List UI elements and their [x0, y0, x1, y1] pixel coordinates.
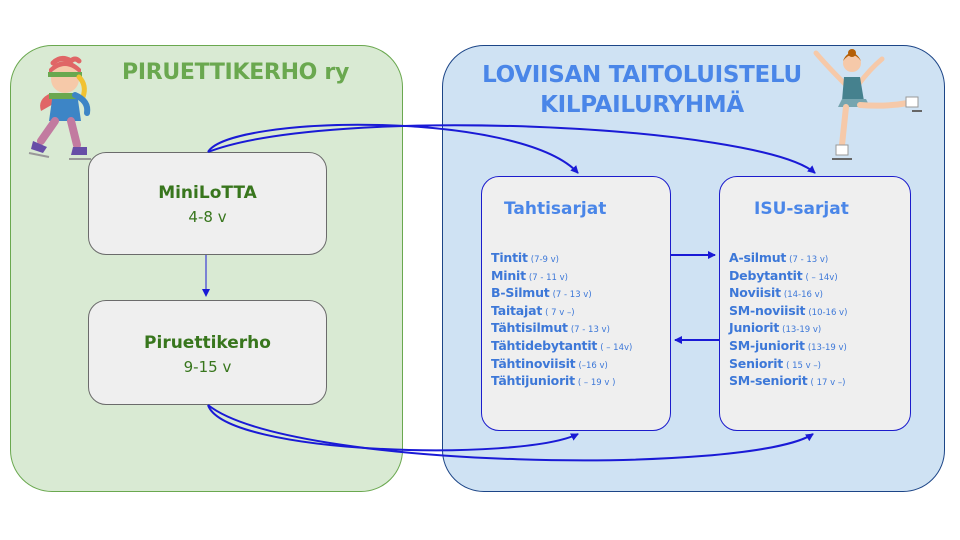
- level-age: (7 - 13 v): [789, 255, 829, 265]
- level-age: (10-16 v): [808, 307, 848, 318]
- level-name: Juniorit: [729, 320, 780, 336]
- level-age: (7 - 13 v): [570, 325, 610, 336]
- list-item: A-silmut(7 - 13 v): [729, 248, 847, 266]
- isu-sarjat-box: ISU-sarjat A-silmut(7 - 13 v) Debytantit…: [719, 176, 911, 431]
- isu-sarjat-title: ISU-sarjat: [754, 199, 849, 219]
- minilotta-age: 4-8 v: [188, 208, 227, 226]
- list-item: Tähtijuniorit( – 19 v ): [491, 371, 632, 389]
- level-name: Tähtijuniorit: [491, 373, 575, 389]
- list-item: Debytantit( – 14v): [729, 266, 847, 284]
- arrow-minilotta-to-tahtisarjat: [207, 123, 579, 174]
- level-name: Taitajat: [491, 302, 543, 318]
- list-item: Noviisit(14-16 v): [729, 283, 847, 301]
- list-item: Minit(7 - 11 v): [491, 266, 632, 284]
- tahtisarjat-box: Tahtisarjat Tintit(7-9 v) Minit(7 - 11 v…: [481, 176, 671, 431]
- list-item: Juniorit(13-19 v): [729, 318, 847, 336]
- level-name: B-Silmut: [491, 285, 550, 301]
- level-age: (13-19 v): [782, 325, 822, 336]
- piruettikerho-title: PIRUETTIKERHO ry: [122, 60, 350, 85]
- arrow-piruetti-to-isu-sarjat: [207, 404, 814, 462]
- level-name: SM-juniorit: [729, 337, 805, 353]
- level-age: ( – 19 v ): [577, 378, 616, 389]
- level-age: ( – 14v): [600, 342, 633, 353]
- piruettikerho-box-title: Piruettikerho: [144, 333, 271, 353]
- level-age: (7-9 v): [530, 255, 559, 265]
- level-age: (13-19 v): [807, 342, 847, 353]
- list-item: Seniorit( 15 v –): [729, 354, 847, 372]
- level-name: Tintit: [491, 250, 528, 265]
- kilpailuryhma-title: LOVIISAN TAITOLUISTELU KILPAILURYHMÄ: [462, 60, 822, 120]
- level-name: A-silmut: [729, 250, 787, 265]
- arrow-minilotta-to-isu-sarjat: [207, 124, 816, 174]
- list-item: B-Silmut(7 - 13 v): [491, 283, 632, 301]
- list-item: SM-seniorit( 17 v –): [729, 371, 847, 389]
- piruettikerho-age: 9-15 v: [183, 358, 232, 376]
- kilpailuryhma-title-line2: KILPAILURYHMÄ: [540, 92, 744, 118]
- kilpailuryhma-title-line1: LOVIISAN TAITOLUISTELU: [482, 62, 802, 88]
- piruettikerho-box: Piruettikerho 9-15 v: [88, 300, 327, 405]
- isu-sarjat-list: A-silmut(7 - 13 v) Debytantit( – 14v) No…: [729, 248, 847, 389]
- figure-skater-icon: [813, 49, 922, 160]
- child-skater-icon: [28, 55, 91, 160]
- level-age: (14-16 v): [783, 290, 823, 301]
- level-age: ( 15 v –): [786, 360, 821, 371]
- list-item: Taitajat( 7 v –): [491, 301, 632, 319]
- level-name: SM-seniorit: [729, 373, 808, 389]
- arrow-piruetti-to-tahtisarjat: [207, 404, 579, 452]
- level-age: ( – 14v): [805, 272, 838, 283]
- list-item: SM-juniorit(13-19 v): [729, 336, 847, 354]
- minilotta-box: MiniLoTTA 4-8 v: [88, 152, 327, 255]
- tahtisarjat-title: Tahtisarjat: [504, 199, 607, 219]
- level-name: Debytantit: [729, 267, 803, 283]
- level-age: (7 - 13 v): [552, 290, 592, 301]
- list-item: Tähtisilmut(7 - 13 v): [491, 318, 632, 336]
- tahtisarjat-list: Tintit(7-9 v) Minit(7 - 11 v) B-Silmut(7…: [491, 248, 632, 389]
- list-item: Tähtinoviisit(–16 v): [491, 354, 632, 372]
- list-item: Tintit(7-9 v): [491, 248, 632, 266]
- level-name: SM-noviisit: [729, 302, 806, 318]
- level-age: ( 7 v –): [545, 307, 575, 318]
- level-age: (7 - 11 v): [528, 272, 568, 283]
- level-name: Tähtinoviisit: [491, 355, 576, 371]
- level-name: Minit: [491, 267, 526, 283]
- level-name: Noviisit: [729, 285, 781, 301]
- level-name: Tähtisilmut: [491, 320, 568, 336]
- minilotta-title: MiniLoTTA: [158, 183, 257, 203]
- list-item: Tähtidebytantit( – 14v): [491, 336, 632, 354]
- list-item: SM-noviisit(10-16 v): [729, 301, 847, 319]
- level-age: ( 17 v –): [810, 378, 846, 389]
- level-age: (–16 v): [578, 360, 608, 371]
- level-name: Tähtidebytantit: [491, 337, 598, 353]
- level-name: Seniorit: [729, 355, 784, 371]
